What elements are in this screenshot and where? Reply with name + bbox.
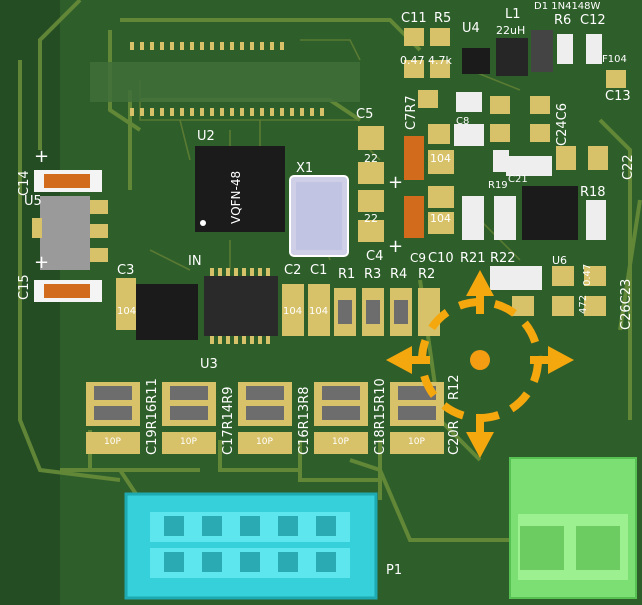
label-u3: U3	[200, 357, 218, 372]
label-d1: D1 1N4148W	[534, 1, 601, 12]
right-middle-components[interactable]	[462, 146, 608, 316]
label-10p-d: 10P	[332, 437, 349, 447]
label-r5: R5	[434, 11, 451, 26]
label-c11: C11	[401, 11, 427, 26]
u5-regulator[interactable]	[32, 170, 108, 302]
label-c3: C3	[117, 263, 134, 278]
label-r3: R3	[364, 267, 381, 282]
top-right-components	[404, 28, 626, 176]
label-22b: 22	[364, 212, 378, 225]
label-c10: C10	[428, 251, 454, 266]
label-c17r14r9: C17R14R9	[221, 387, 236, 456]
label-c18r15r10: C18R15R10	[373, 378, 388, 455]
label-r1: R1	[338, 267, 355, 282]
label-c2: C2	[284, 263, 301, 278]
x1-crystal[interactable]	[289, 175, 349, 257]
u3-chip-b[interactable]	[204, 268, 278, 344]
label-c20r: C20R	[447, 420, 462, 455]
label-104c: 104	[117, 306, 136, 317]
p1-connector[interactable]	[124, 492, 378, 600]
label-r22: R22	[490, 251, 516, 266]
label-c22: C22	[621, 154, 636, 180]
label-104b: 104	[430, 212, 451, 225]
label-c16r13r8: C16R13R8	[297, 387, 312, 456]
label-f104: F104	[602, 54, 627, 65]
label-u4: U4	[462, 21, 480, 36]
label-c24c6: C24C6	[555, 103, 570, 146]
label-c4: C4	[366, 249, 383, 264]
label-47k: 4.7k	[428, 54, 452, 67]
label-c9: C9	[410, 251, 426, 265]
c3-cap[interactable]	[116, 278, 136, 330]
c2-c1-caps[interactable]	[282, 284, 330, 336]
u3-chip-a[interactable]	[136, 284, 198, 340]
connector-pins	[130, 42, 324, 116]
label-r6: R6	[554, 13, 571, 28]
label-c8: C8	[456, 116, 469, 127]
label-10p-a: 10P	[104, 437, 121, 447]
label-r19: R19	[488, 180, 508, 191]
label-104d: 104	[283, 306, 302, 317]
label-472: 472	[578, 295, 589, 314]
label-u2: U2	[197, 129, 215, 144]
label-047: 0.47	[400, 54, 425, 67]
label-vqfn: VQFN-48	[229, 171, 243, 224]
label-u6: U6	[552, 254, 567, 267]
r1-r4-resistors[interactable]	[334, 288, 440, 336]
label-047b: 0.47	[582, 264, 593, 286]
c5-c4-caps[interactable]	[358, 126, 454, 242]
board-dark-area	[0, 0, 60, 605]
label-r12: R12	[447, 374, 462, 400]
label-c7r7: C7R7	[404, 95, 419, 130]
label-r4: R4	[390, 267, 407, 282]
bottom-rc-groups[interactable]	[86, 382, 444, 454]
u2-chip[interactable]	[195, 146, 285, 232]
label-p1: P1	[386, 563, 402, 578]
label-104e: 104	[309, 306, 328, 317]
label-c15: C15	[17, 274, 32, 300]
label-l1-value: 22uH	[496, 24, 525, 37]
label-plus-c: +	[388, 172, 403, 193]
label-l1: L1	[505, 7, 521, 22]
label-u5: U5	[24, 194, 42, 209]
terminal-block[interactable]	[509, 457, 637, 599]
label-x1: X1	[296, 161, 313, 176]
label-c14: C14	[17, 170, 32, 196]
label-c19r16r11: C19R16R11	[145, 378, 160, 455]
label-104a: 104	[430, 152, 451, 165]
label-c1: C1	[310, 263, 327, 278]
label-plus-b: +	[34, 252, 49, 273]
label-r21: R21	[460, 251, 486, 266]
label-c5: C5	[356, 107, 373, 122]
label-in: IN	[188, 254, 202, 269]
label-c21: C21	[508, 174, 528, 185]
label-c12: C12	[580, 13, 606, 28]
label-22a: 22	[364, 152, 378, 165]
label-r18: R18	[580, 185, 606, 200]
label-10p-b: 10P	[180, 437, 197, 447]
label-10p-c: 10P	[256, 437, 273, 447]
label-plus-d: +	[388, 236, 403, 257]
connector-footprint	[90, 62, 360, 102]
label-10p-e: 10P	[408, 437, 425, 447]
move-gizmo[interactable]	[386, 270, 574, 458]
label-r2: R2	[418, 267, 435, 282]
label-plus-a: +	[34, 146, 49, 167]
label-c26c23: C26C23	[619, 279, 634, 330]
label-c13: C13	[605, 89, 631, 104]
